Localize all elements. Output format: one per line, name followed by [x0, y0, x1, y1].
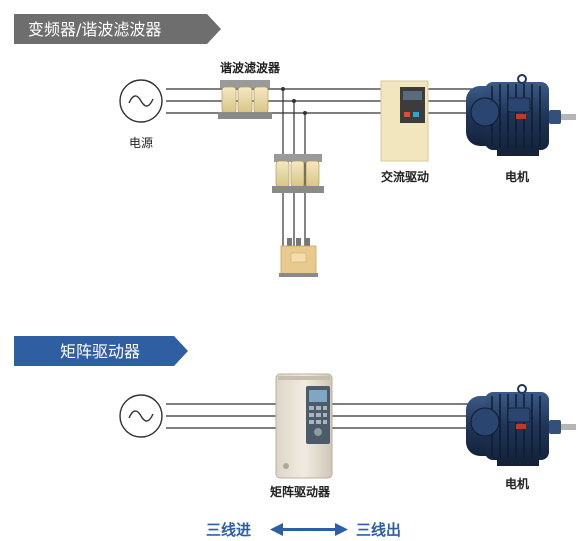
- power-source-bottom-icon: [119, 394, 163, 438]
- harmonic-filter-branch: [272, 154, 324, 193]
- top-main-wires: [166, 88, 478, 114]
- legend-in-label: 三线进: [206, 521, 251, 539]
- motor-top-label: 电机: [505, 169, 529, 184]
- legend-out-label: 三线出: [356, 521, 401, 539]
- harmonic-filter-label: 谐波滤波器: [220, 60, 281, 75]
- ac-drive-cabinet: [380, 80, 429, 162]
- ac-drive-label: 交流驱动: [381, 169, 429, 184]
- harmonic-filter-top: [218, 80, 272, 119]
- capacitor-bank: [279, 238, 318, 277]
- motor-bottom-icon: [466, 384, 576, 466]
- top-section-banner: 变频器/谐波滤波器: [14, 14, 221, 44]
- matrix-drive-label: 矩阵驱动器: [269, 484, 331, 499]
- junction-dots: [281, 87, 307, 115]
- bottom-banner-title: 矩阵驱动器: [60, 342, 140, 361]
- motor-bottom-label: 电机: [505, 476, 529, 491]
- double-arrow-icon: [270, 523, 348, 536]
- top-banner-title: 变频器/谐波滤波器: [28, 20, 161, 39]
- bottom-section-banner: 矩阵驱动器: [14, 336, 188, 366]
- power-source-label: 电源: [129, 136, 153, 150]
- motor-top-icon: [466, 74, 576, 156]
- power-source-icon: [119, 79, 163, 123]
- matrix-drive-unit: [275, 373, 333, 479]
